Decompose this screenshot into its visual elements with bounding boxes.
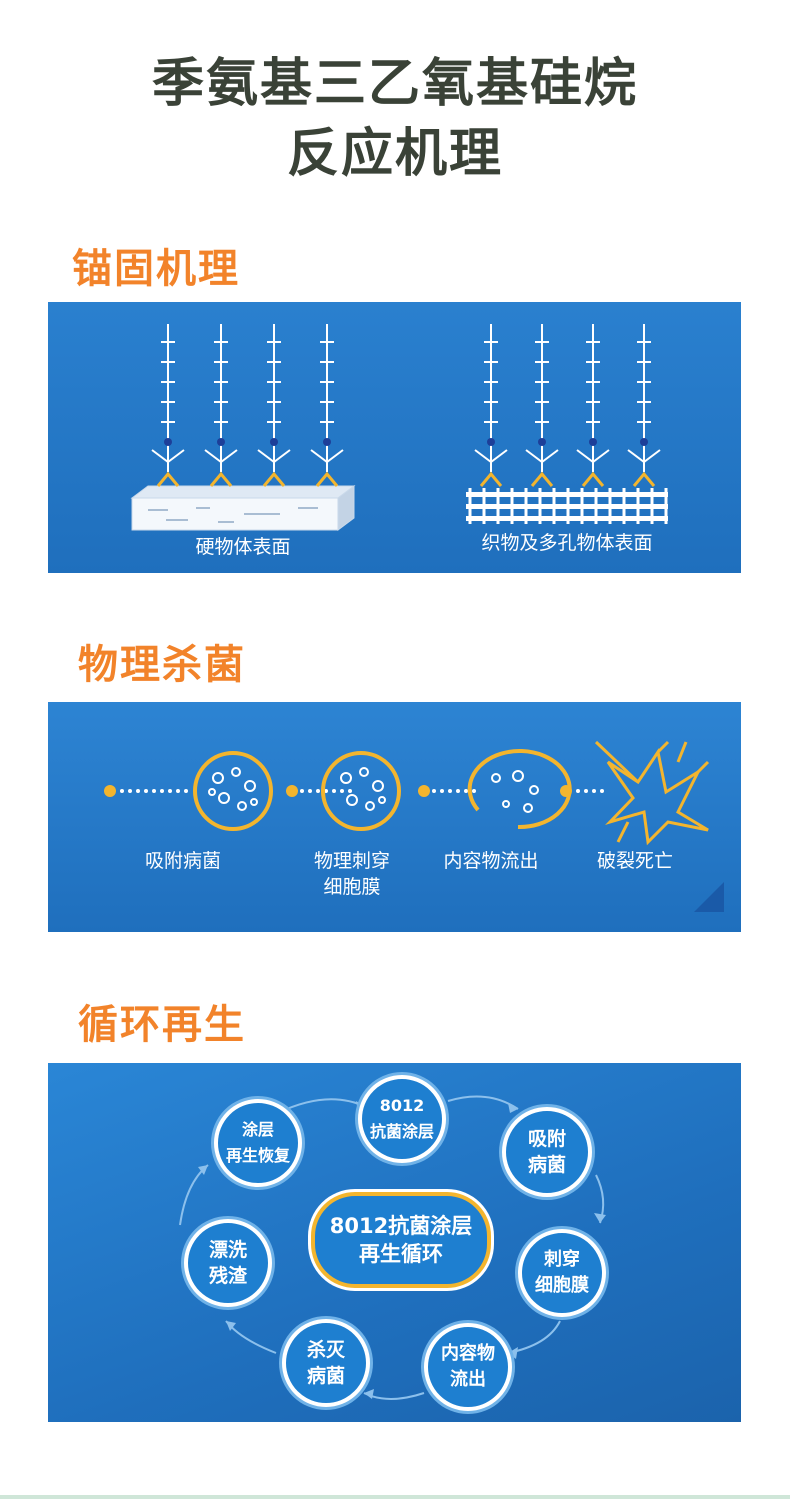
bacteria-cell-1 [193,751,273,831]
step-leak: 内容物流出 [426,848,556,874]
cycle-node-leak-l2: 流出 [450,1369,486,1390]
bottom-divider [0,1495,790,1499]
step-pierce-label2: 细胞膜 [323,876,381,898]
cycle-node-pierce-l2: 细胞膜 [535,1275,589,1296]
anchoring-panel: 硬物体表面 织物及多孔物体表面 [48,302,741,573]
killing-heading: 物理杀菌 [78,642,246,688]
cycle-center-node: 8012抗菌涂层 再生循环 [311,1192,491,1288]
cycle-node-kill: 杀灭病菌 [282,1319,370,1407]
step-pierce-label: 物理刺穿 [313,850,390,872]
bacteria-cell-3 [467,749,572,830]
caption-fabric-surface: 织物及多孔物体表面 [481,532,653,554]
bacteria-cell-2 [321,751,401,831]
step-adsorb: 吸附病菌 [128,848,238,874]
cycle-node-pierce: 刺穿细胞膜 [518,1229,606,1317]
hard-surface [130,485,356,531]
killing-illustration [104,740,724,912]
cycle-node-coating-l1: 8012 [379,1096,425,1115]
cycle-node-rinse: 漂洗残渣 [184,1219,272,1307]
cycle-node-regenerate-l2: 再生恢复 [225,1146,290,1165]
cycle-node-pierce-l1: 刺穿 [544,1249,580,1270]
cycle-node-coating: 8012 抗菌涂层 [358,1075,446,1163]
cycle-node-coating-l2: 抗菌涂层 [369,1122,434,1141]
step-adsorb-label: 吸附病菌 [144,850,221,872]
page-title-line1: 季氨基三乙氧基硅烷 [151,54,638,114]
molecule-chains-left [151,324,344,472]
anchoring-heading: 锚固机理 [72,246,240,292]
cycle-center-line2: 再生循环 [359,1242,443,1266]
cycle-node-regenerate: 涂层再生恢复 [214,1099,302,1187]
caption-hard-surface: 硬物体表面 [195,536,291,558]
step-pierce: 物理刺穿 细胞膜 [292,848,412,900]
anchoring-illustration [130,324,668,531]
page-title-line2: 反应机理 [286,124,503,184]
anchor-bonds-left [156,471,339,487]
burst-cell [594,740,710,846]
cycle-node-regenerate-l1: 涂层 [241,1120,274,1139]
step-rupture: 破裂死亡 [580,848,690,874]
step-leak-label: 内容物流出 [443,850,539,872]
cycle-node-kill-l1: 杀灭 [306,1339,345,1361]
cycle-arrows [179,1095,606,1400]
cycle-node-rinse-l2: 残渣 [208,1265,247,1287]
cycle-node-adsorb-l2: 病菌 [527,1154,566,1176]
killing-panel: 吸附病菌 物理刺穿 细胞膜 内容物流出 破裂死亡 [48,702,741,932]
molecule-chains-right [474,324,661,472]
step-rupture-label: 破裂死亡 [596,850,673,872]
anchor-bonds-right [479,471,656,487]
cycle-node-adsorb: 吸附病菌 [502,1107,592,1197]
cycle-center-line1: 8012抗菌涂层 [329,1214,473,1238]
cycle-node-leak-l1: 内容物 [441,1343,495,1364]
cycle-node-adsorb-l1: 吸附 [527,1128,566,1150]
cycle-node-kill-l2: 病菌 [306,1365,345,1387]
cycle-heading: 循环再生 [78,1002,246,1048]
cycle-node-leak: 内容物流出 [424,1323,512,1411]
cycle-node-rinse-l1: 漂洗 [208,1239,247,1261]
